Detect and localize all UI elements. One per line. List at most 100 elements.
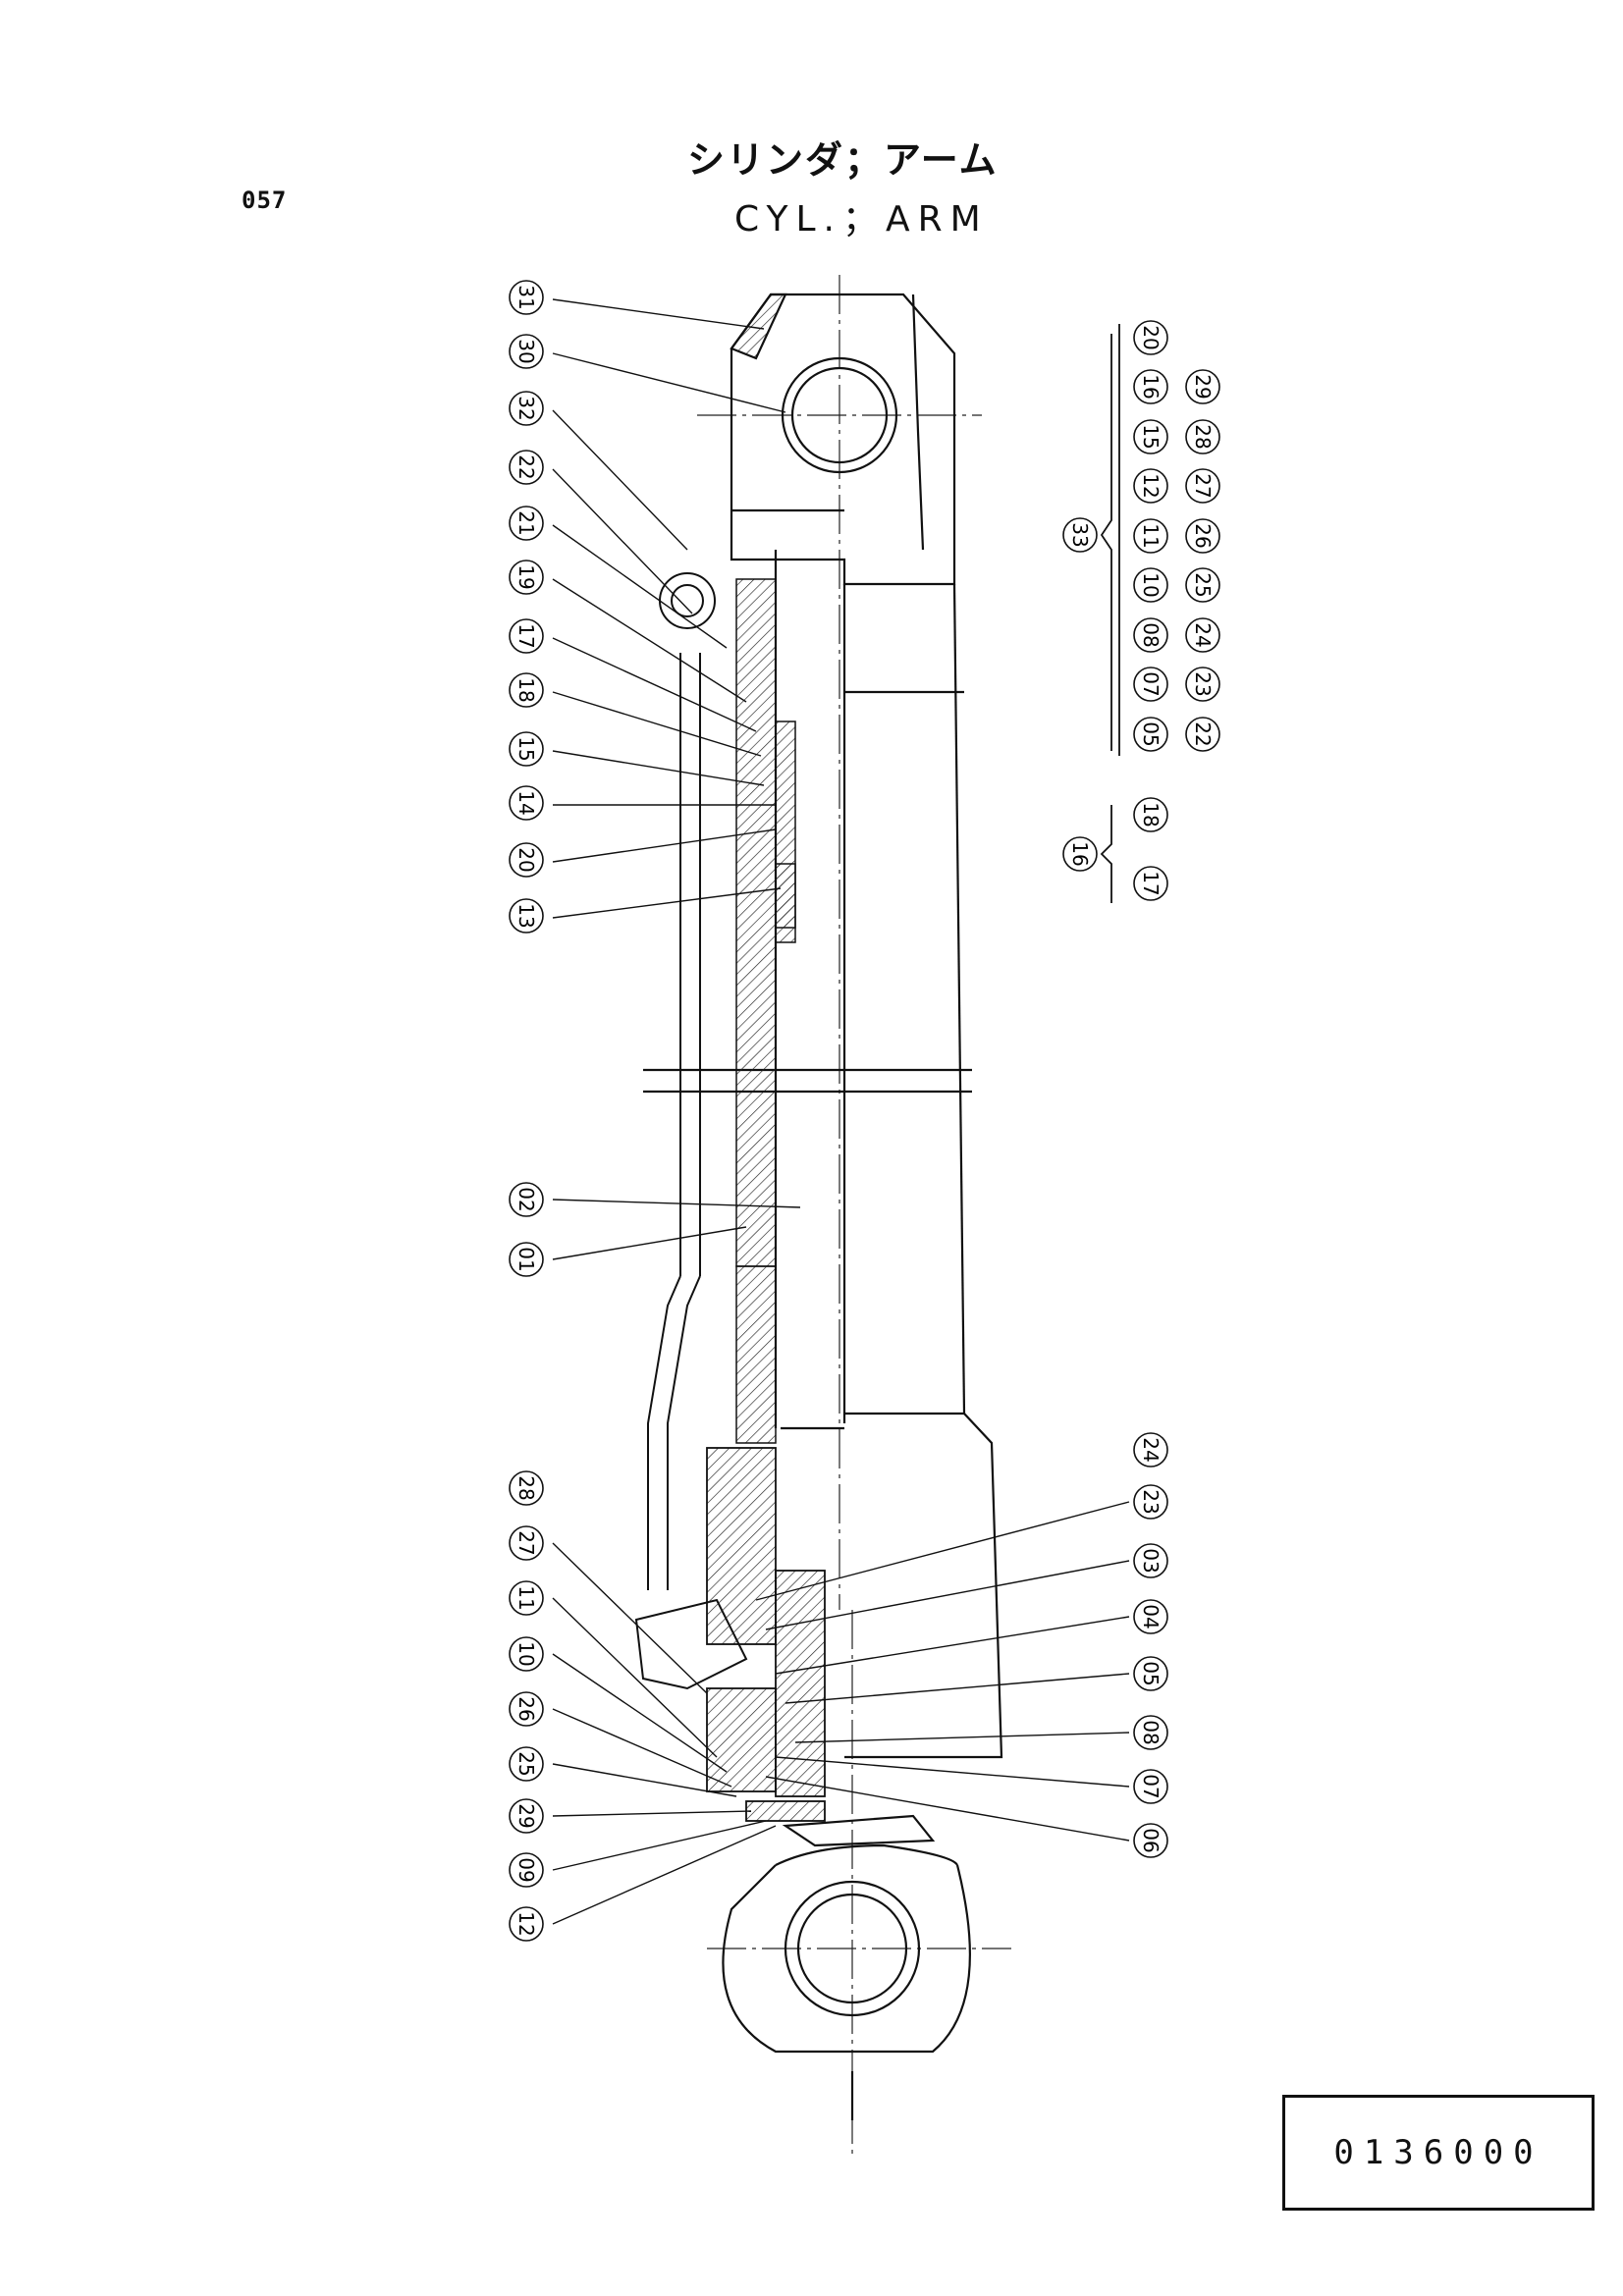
- svg-text:07: 07: [1139, 671, 1163, 696]
- svg-text:03: 03: [1139, 1548, 1163, 1573]
- callout-06: 06: [1133, 1823, 1168, 1858]
- callout-25: 25: [509, 1746, 544, 1782]
- callout-17: 17: [509, 618, 544, 654]
- svg-text:08: 08: [1139, 1720, 1163, 1744]
- callout-19: 19: [509, 560, 544, 595]
- svg-text:25: 25: [514, 1751, 538, 1776]
- callout-26: 26: [509, 1691, 544, 1727]
- callout-07: 07: [1133, 1769, 1168, 1804]
- svg-text:14: 14: [514, 790, 538, 815]
- svg-text:05: 05: [1139, 1661, 1163, 1685]
- svg-text:04: 04: [1139, 1604, 1163, 1629]
- svg-text:29: 29: [514, 1803, 538, 1828]
- svg-text:19: 19: [514, 564, 538, 589]
- callout-01: 01: [509, 1242, 544, 1277]
- callout-32: 32: [509, 391, 544, 426]
- callout-14: 14: [509, 785, 544, 821]
- kit-16-group: 16 18 17: [1062, 797, 1168, 903]
- callout-22: 22: [509, 450, 544, 485]
- svg-text:22: 22: [1191, 721, 1215, 746]
- callout-02: 02: [509, 1182, 544, 1217]
- callouts-lower-right: 24 23 03 04 05 08 07 06: [1133, 1432, 1168, 1858]
- svg-text:26: 26: [514, 1696, 538, 1721]
- svg-text:20: 20: [514, 847, 538, 872]
- svg-text:24: 24: [1191, 622, 1215, 647]
- svg-text:10: 10: [1139, 572, 1163, 597]
- callout-04: 04: [1133, 1599, 1168, 1634]
- svg-text:27: 27: [1191, 473, 1215, 498]
- callout-15: 15: [509, 731, 544, 767]
- svg-text:30: 30: [514, 339, 538, 363]
- svg-text:02: 02: [514, 1187, 538, 1211]
- svg-text:28: 28: [514, 1475, 538, 1500]
- svg-text:01: 01: [514, 1247, 538, 1271]
- svg-text:07: 07: [1139, 1774, 1163, 1798]
- svg-text:26: 26: [1191, 523, 1215, 548]
- callout-29: 29: [509, 1798, 544, 1834]
- svg-text:33: 33: [1068, 522, 1092, 547]
- svg-text:18: 18: [514, 677, 538, 702]
- svg-text:28: 28: [1191, 424, 1215, 449]
- page-number: 057: [242, 187, 288, 214]
- callout-09: 09: [509, 1852, 544, 1888]
- svg-text:11: 11: [1139, 523, 1163, 548]
- rod-end-eye: [722, 1814, 971, 2120]
- title-english: CYL.；ARM: [734, 199, 989, 240]
- svg-text:12: 12: [1139, 473, 1163, 498]
- svg-text:09: 09: [514, 1857, 538, 1882]
- kit-33-brace: [1100, 334, 1112, 751]
- svg-text:16: 16: [1068, 841, 1092, 866]
- callout-03: 03: [1133, 1543, 1168, 1578]
- svg-text:23: 23: [1139, 1489, 1163, 1514]
- leader-lines: [552, 298, 1130, 1925]
- callout-11: 11: [509, 1580, 544, 1616]
- svg-text:31: 31: [514, 285, 538, 309]
- svg-text:16: 16: [1139, 374, 1163, 399]
- svg-text:13: 13: [514, 903, 538, 928]
- callout-24: 24: [1133, 1432, 1168, 1468]
- hydraulic-pipe: [634, 572, 748, 1690]
- callout-10: 10: [509, 1636, 544, 1672]
- callouts-lower-left: 28 27 11 10 26 25 29 09 12: [509, 1470, 544, 1942]
- svg-text:10: 10: [514, 1641, 538, 1666]
- svg-text:08: 08: [1139, 622, 1163, 647]
- callout-08: 08: [1133, 1715, 1168, 1750]
- svg-text:25: 25: [1191, 572, 1215, 597]
- callout-23: 23: [1133, 1484, 1168, 1520]
- callouts-upper: 31 30 32 22 21 19 17 18 15 14 20 13: [509, 280, 544, 934]
- kit-33-row1: 05 07 08 10 11 12 15 16 20: [1133, 320, 1168, 752]
- svg-text:23: 23: [1191, 671, 1215, 696]
- callout-28: 28: [509, 1470, 544, 1506]
- kit-33-row2: 22 23 24 25 26 27 28 29: [1185, 369, 1220, 752]
- svg-text:29: 29: [1191, 374, 1215, 399]
- svg-text:32: 32: [514, 396, 538, 420]
- svg-text:18: 18: [1139, 802, 1163, 827]
- gland-assembly: [706, 1447, 826, 1822]
- center-lines: [697, 275, 1011, 2160]
- svg-text:05: 05: [1139, 721, 1163, 746]
- rod-wall: [735, 578, 796, 1444]
- part-code: 0136000: [1333, 2133, 1543, 2172]
- svg-text:15: 15: [514, 736, 538, 761]
- kit-16-id: 16: [1062, 836, 1098, 872]
- svg-text:12: 12: [514, 1911, 538, 1936]
- svg-text:17: 17: [514, 623, 538, 648]
- callout-18: 18: [509, 672, 544, 708]
- callout-27: 27: [509, 1525, 544, 1561]
- callout-13: 13: [509, 898, 544, 934]
- svg-text:22: 22: [514, 454, 538, 479]
- svg-text:21: 21: [514, 510, 538, 535]
- title-japanese: シリンダ；アーム: [687, 138, 999, 182]
- svg-text:15: 15: [1139, 424, 1163, 449]
- callout-20: 20: [509, 842, 544, 878]
- kit-33-group: 33 05 07 08 10 11 12 15 16 20 22 23 24 2…: [1062, 320, 1220, 756]
- head-end: [730, 293, 956, 586]
- svg-text:24: 24: [1139, 1437, 1163, 1462]
- callout-05: 05: [1133, 1656, 1168, 1691]
- callout-31: 31: [509, 280, 544, 315]
- svg-text:11: 11: [514, 1585, 538, 1610]
- svg-text:20: 20: [1139, 325, 1163, 349]
- callout-12: 12: [509, 1906, 544, 1942]
- svg-text:17: 17: [1139, 871, 1163, 895]
- callout-30: 30: [509, 334, 544, 369]
